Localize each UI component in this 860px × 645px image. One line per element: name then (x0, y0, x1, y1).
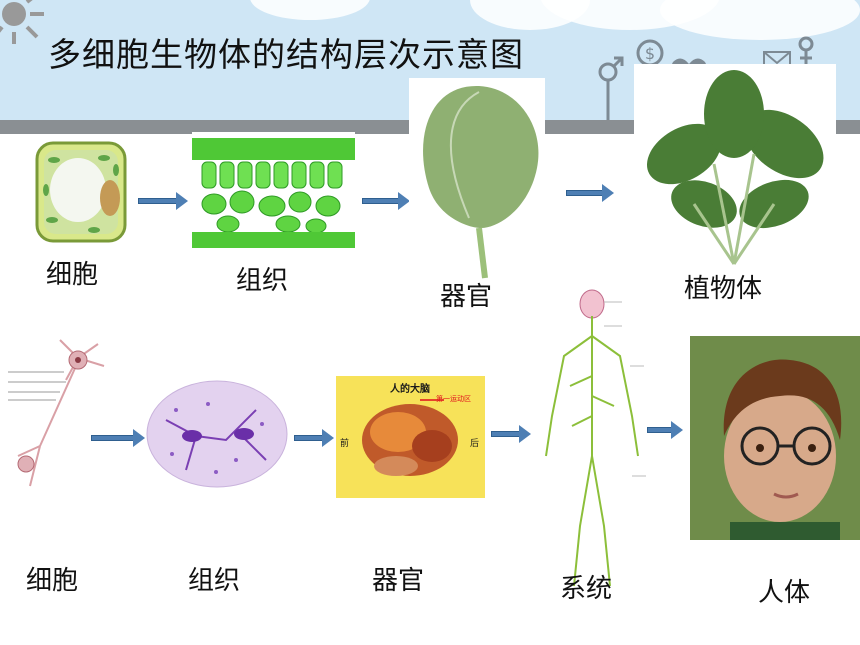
page-title: 多细胞生物体的结构层次示意图 (48, 35, 524, 74)
human-organ-label: 器官 (372, 566, 425, 596)
arrow-icon (491, 425, 531, 443)
arrow-icon (647, 421, 683, 439)
human-tissue-label: 组织 (188, 566, 241, 596)
human-cell-label: 细胞 (26, 566, 79, 596)
plant-tissue-image (192, 132, 355, 250)
nerve-tissue-image (146, 380, 288, 488)
neuron-image (0, 336, 112, 516)
cloud-decoration (250, 0, 370, 20)
plant-tissue-label: 组织 (236, 266, 289, 296)
arrow-icon (294, 429, 334, 447)
arrow-icon (138, 192, 188, 210)
brain-image: 人的大脑 第一运动区 前 后 (336, 376, 485, 498)
leaf-image (409, 78, 545, 282)
spinach-plant-image (634, 64, 836, 274)
male-symbol-icon (598, 56, 624, 120)
brain-front-label: 前 (340, 439, 350, 449)
brain-back-label: 后 (470, 439, 480, 449)
arrow-icon (91, 429, 147, 447)
brain-title: 人的大脑 (390, 384, 430, 395)
plant-cell-label: 细胞 (46, 260, 99, 290)
brain-area-label: 第一运动区 (436, 395, 471, 403)
human-organism-label: 人体 (758, 578, 811, 608)
plant-organism-label: 植物体 (684, 274, 763, 304)
arrow-icon (362, 192, 412, 210)
nervous-system-image (534, 286, 654, 602)
system-label: 系统 (560, 574, 613, 604)
svg-text:$: $ (645, 44, 655, 63)
child-photo (690, 336, 860, 540)
arrow-icon (566, 184, 616, 202)
plant-cell-image (35, 141, 127, 243)
female-symbol-icon (798, 36, 814, 66)
sun-icon (0, 0, 44, 44)
cloud-decoration (660, 0, 860, 40)
plant-organ-label: 器官 (440, 282, 493, 312)
